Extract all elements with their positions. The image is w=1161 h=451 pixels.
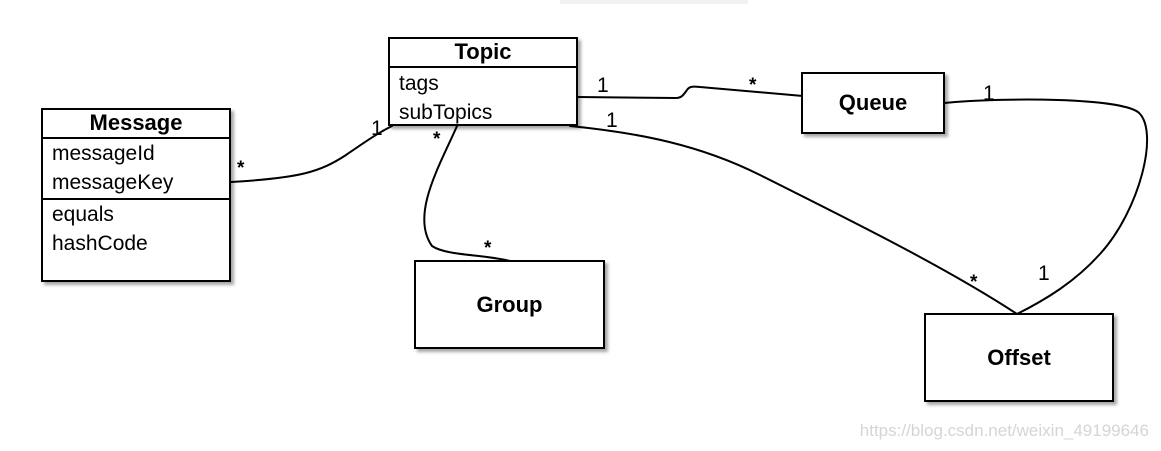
multiplicity-topic-end-offset: 1 [606, 109, 618, 132]
multiplicity-queue-end-offset: 1 [983, 82, 995, 105]
message-attr-messagekey: messageKey [52, 171, 174, 194]
topic-class: Topic tags subTopics [388, 37, 578, 126]
message-method-equals: equals [52, 203, 114, 226]
multiplicity-topic-end-group: * [433, 129, 441, 150]
message-class: Message messageId messageKey equals hash… [41, 108, 231, 282]
topic-attributes: tags subTopics [390, 68, 576, 127]
group-class: Group [414, 260, 605, 349]
association-topic-group [423, 125, 511, 262]
multiplicity-topic-end-queue: 1 [597, 74, 609, 97]
multiplicity-offset-end-topic: * [970, 272, 978, 293]
message-attr-messageid: messageId [52, 142, 155, 165]
message-class-name: Message [43, 110, 229, 139]
topic-attr-subtopics: subTopics [399, 101, 493, 124]
multiplicity-queue-end-topic: * [749, 75, 757, 96]
message-attributes: messageId messageKey [43, 139, 229, 200]
multiplicity-offset-end-queue: 1 [1038, 262, 1050, 285]
watermark: https://blog.csdn.net/weixin_49199646 [859, 421, 1149, 440]
association-topic-offset [569, 125, 1018, 315]
multiplicity-topic-end-message: 1 [371, 117, 383, 140]
topic-attr-tags: tags [399, 72, 439, 95]
association-queue-offset [943, 98, 1149, 315]
queue-class-name: Queue [838, 90, 908, 115]
offset-class-name: Offset [987, 344, 1051, 370]
association-topic-queue [576, 85, 804, 100]
group-class-name: Group [476, 291, 543, 317]
message-method-hashcode: hashCode [52, 232, 148, 255]
multiplicity-group-end: * [484, 238, 492, 259]
queue-class: Queue [801, 72, 945, 134]
message-methods: equals hashCode [43, 200, 229, 258]
topic-class-name: Topic [390, 39, 576, 68]
top-edge-strip [560, 0, 748, 4]
association-message-topic [230, 125, 393, 183]
multiplicity-message-end: * [237, 158, 245, 179]
offset-class: Offset [924, 313, 1114, 402]
